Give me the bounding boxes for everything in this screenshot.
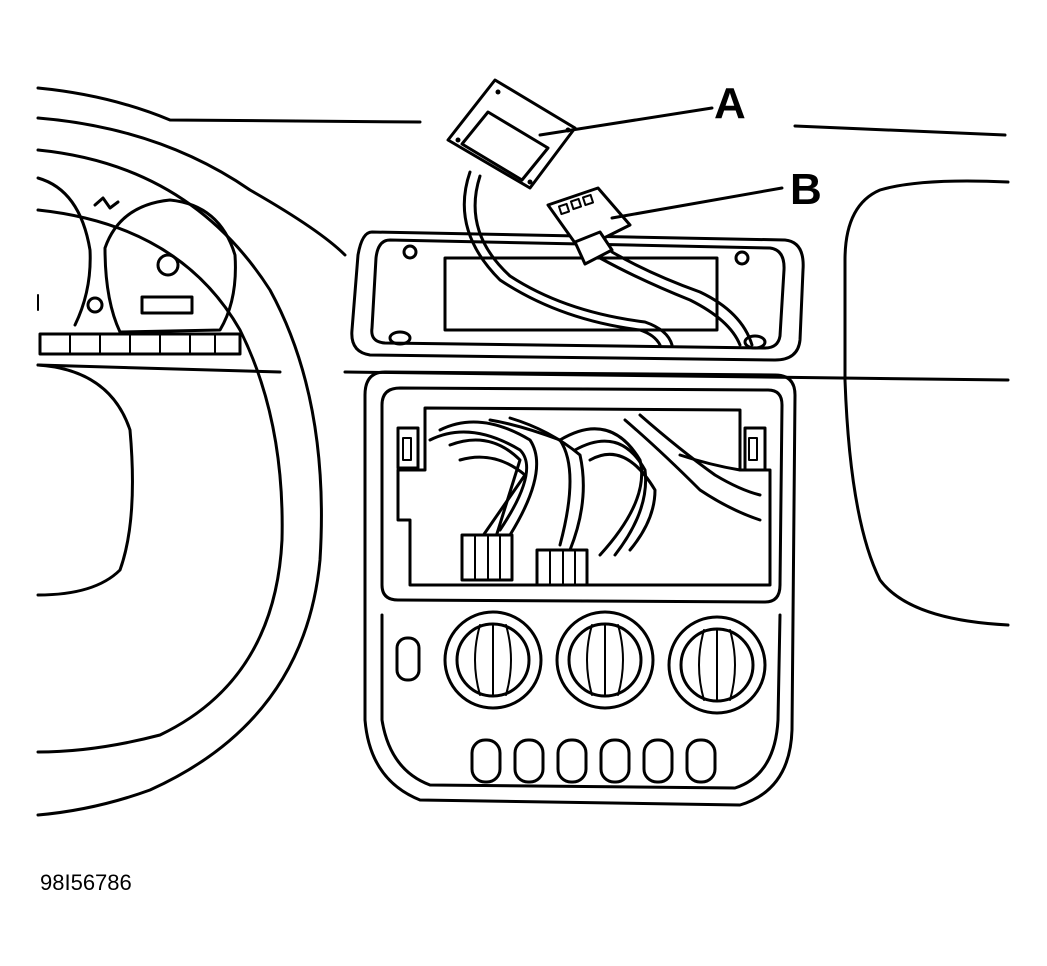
- climate-knobs: [395, 610, 767, 715]
- display-housing-opening: [350, 230, 805, 362]
- instrument-cluster: [36, 176, 237, 334]
- radio-cavity: [396, 406, 772, 587]
- small-button-left: [395, 636, 421, 682]
- bottom-button-row: [470, 738, 717, 784]
- figure-id: 98I56786: [40, 870, 132, 895]
- callout-b-label: B: [790, 165, 822, 214]
- center-stack-bezel: [363, 370, 797, 807]
- component-b-connector: [546, 186, 784, 266]
- dash-top-outline: [36, 86, 1010, 627]
- steering-wheel: [36, 148, 323, 817]
- component-wires: [462, 170, 754, 347]
- component-a-module: [446, 78, 714, 190]
- switch-strip: [36, 332, 282, 374]
- callout-a-label: A: [714, 79, 746, 128]
